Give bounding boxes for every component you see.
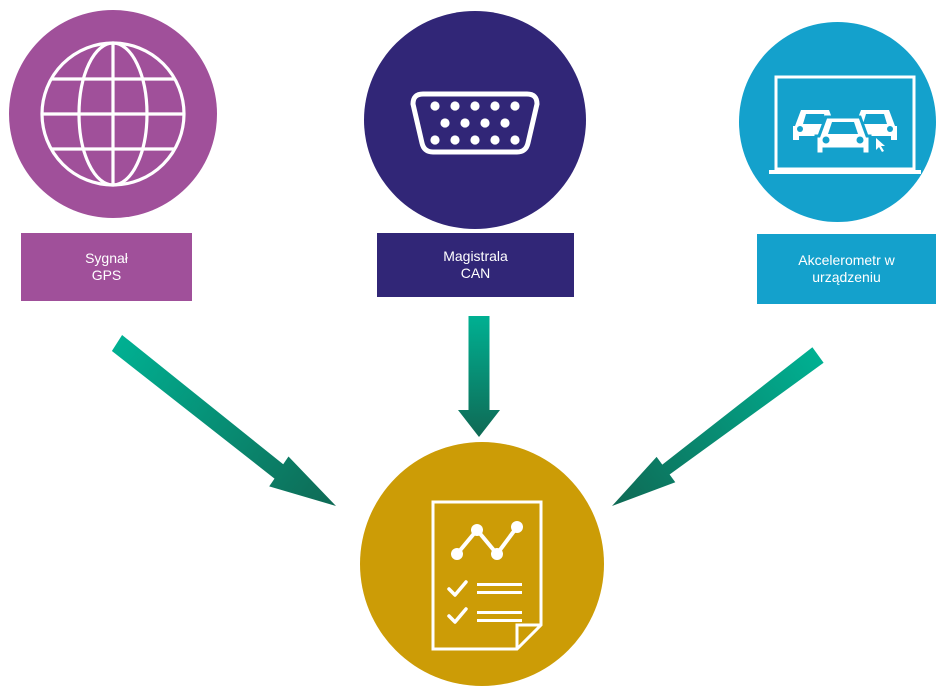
can-circle	[364, 11, 586, 229]
arrow-gps-to-report	[111, 335, 337, 506]
can-label: Magistrala CAN	[377, 233, 574, 297]
arrow-can-to-report	[458, 316, 500, 437]
accelerometer-label: Akcelerometr w urządzeniu	[757, 234, 936, 304]
accelerometer-label-line1: Akcelerometr w	[798, 252, 895, 268]
report-document-icon	[431, 500, 543, 651]
gps-circle	[9, 10, 217, 218]
accelerometer-circle	[739, 22, 936, 222]
connector-port-icon	[410, 91, 540, 155]
accelerometer-label-line2: urządzeniu	[812, 269, 881, 285]
globe-icon	[40, 41, 186, 187]
can-label-line2: CAN	[460, 265, 491, 281]
gps-label: Sygnał GPS	[21, 233, 192, 301]
can-label-line1: Magistrala	[443, 248, 508, 264]
report-circle	[360, 442, 604, 686]
gps-label-line2: GPS	[91, 267, 122, 283]
laptop-cars-icon	[769, 75, 921, 174]
arrow-accelerometer-to-report	[612, 347, 824, 506]
gps-label-line1: Sygnał	[85, 250, 128, 266]
